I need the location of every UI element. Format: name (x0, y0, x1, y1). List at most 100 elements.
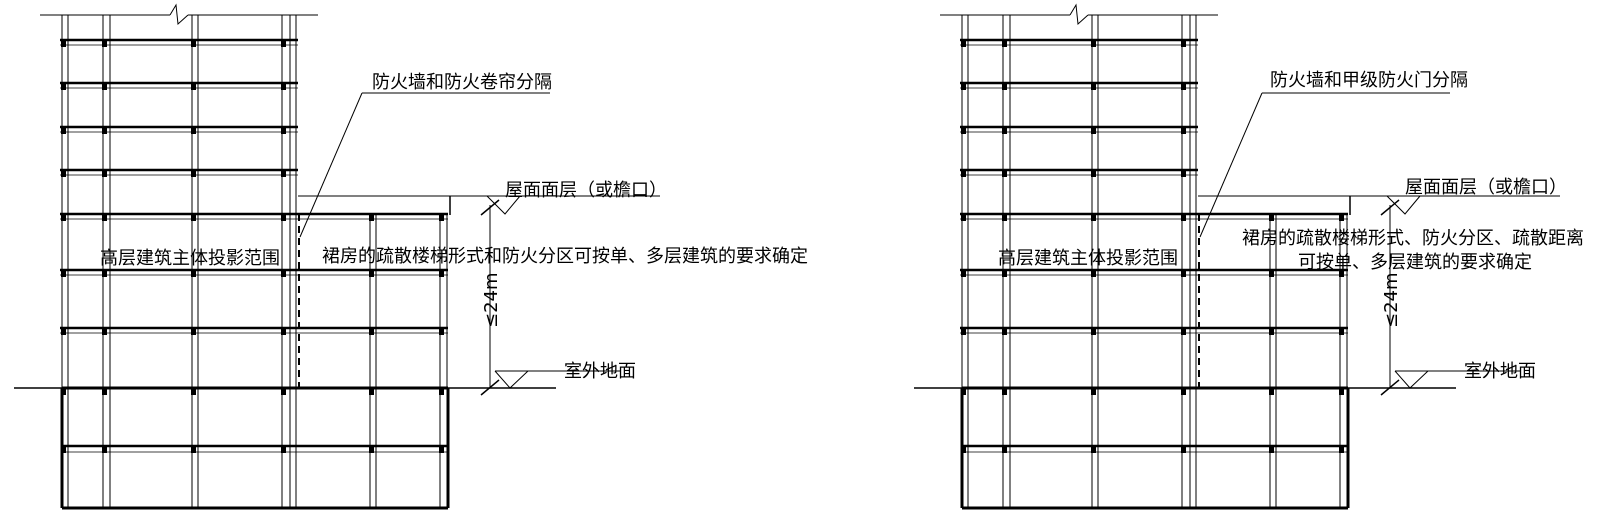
column-joint (61, 83, 66, 90)
column-joint (191, 328, 196, 335)
column-joint (1091, 83, 1096, 90)
column-joint (102, 446, 107, 453)
column-joint (102, 270, 107, 277)
column-joint (1269, 270, 1274, 277)
column-joint (191, 214, 196, 221)
column-joint (1002, 270, 1007, 277)
right-ground-label: 室外地面 (1464, 361, 1536, 382)
roof-elevation-marker (1386, 195, 1421, 215)
column-joint (102, 40, 107, 47)
column-joint (1091, 446, 1096, 453)
column-joint (61, 170, 66, 177)
dimension-tick (480, 379, 500, 396)
column-joint (1181, 127, 1186, 134)
break-symbol (1069, 3, 1089, 26)
right-tower-zone-label: 高层建筑主体投影范围 (998, 248, 1178, 269)
column-joint (1269, 388, 1274, 395)
column-joint (369, 446, 374, 453)
column-joint (191, 83, 196, 90)
column-joint (281, 388, 286, 395)
column-joint (369, 388, 374, 395)
column-joint (369, 328, 374, 335)
column-joint (281, 270, 286, 277)
column-joint (191, 170, 196, 177)
column-joint (61, 270, 66, 277)
column-joint (61, 127, 66, 134)
column-joint (1181, 446, 1186, 453)
right-roof-label: 屋面面层（或檐口） (1405, 177, 1567, 198)
column-joint (61, 40, 66, 47)
dimension-tick (480, 199, 500, 216)
column-joint (1002, 388, 1007, 395)
column-joint (961, 388, 966, 395)
dimension-tick (1380, 379, 1400, 396)
column-joint (961, 446, 966, 453)
column-joint (1181, 214, 1186, 221)
ground-elevation-marker (494, 370, 529, 389)
column-joint (1339, 328, 1344, 335)
column-joint (281, 328, 286, 335)
column-joint (369, 214, 374, 221)
column-joint (102, 214, 107, 221)
column-joint (61, 446, 66, 453)
column-joint (281, 127, 286, 134)
column-joint (281, 170, 286, 177)
column-joint (1091, 170, 1096, 177)
column-joint (961, 170, 966, 177)
right-podium-note-line2: 可按单、多层建筑的要求确定 (1298, 252, 1532, 273)
column-joint (961, 40, 966, 47)
column-joint (191, 127, 196, 134)
column-joint (191, 40, 196, 47)
right-callout-separation-label: 防火墙和甲级防火门分隔 (1270, 70, 1468, 91)
callout-leader (1199, 92, 1263, 238)
column-joint (102, 388, 107, 395)
column-joint (281, 214, 286, 221)
column-joint (1339, 388, 1344, 395)
column-joint (1002, 170, 1007, 177)
column-joint (1269, 328, 1274, 335)
column-joint (1269, 214, 1274, 221)
column-joint (439, 270, 444, 277)
column-joint (102, 83, 107, 90)
column-joint (1091, 270, 1096, 277)
column-joint (1339, 214, 1344, 221)
left-podium-note: 裙房的疏散楼梯形式和防火分区可按单、多层建筑的要求确定 (322, 246, 808, 267)
column-joint (1181, 170, 1186, 177)
column-joint (102, 127, 107, 134)
right-podium-note-line1: 裙房的疏散楼梯形式、防火分区、疏散距离 (1242, 228, 1584, 249)
callout-leader (299, 92, 363, 238)
column-joint (191, 388, 196, 395)
column-joint (961, 83, 966, 90)
column-joint (1091, 40, 1096, 47)
column-joint (191, 446, 196, 453)
column-joint (281, 40, 286, 47)
column-joint (1181, 40, 1186, 47)
column-joint (1002, 40, 1007, 47)
left-building-section (14, 3, 660, 510)
column-joint (1002, 127, 1007, 134)
ground-elevation-marker (1394, 370, 1429, 389)
left-ground-label: 室外地面 (564, 361, 636, 382)
right-building-section (914, 3, 1560, 510)
column-joint (61, 214, 66, 221)
left-tower-zone-label: 高层建筑主体投影范围 (100, 248, 280, 269)
column-joint (1181, 388, 1186, 395)
column-joint (439, 214, 444, 221)
column-joint (439, 446, 444, 453)
left-height-label: ≤24m (481, 272, 502, 328)
dimension-tick (1380, 199, 1400, 216)
column-joint (1339, 446, 1344, 453)
column-joint (439, 388, 444, 395)
column-joint (1002, 446, 1007, 453)
column-joint (1002, 214, 1007, 221)
column-joint (1091, 127, 1096, 134)
column-joint (1091, 328, 1096, 335)
column-joint (102, 328, 107, 335)
column-joint (281, 83, 286, 90)
column-joint (1181, 270, 1186, 277)
column-joint (369, 270, 374, 277)
column-joint (1091, 388, 1096, 395)
column-joint (439, 328, 444, 335)
